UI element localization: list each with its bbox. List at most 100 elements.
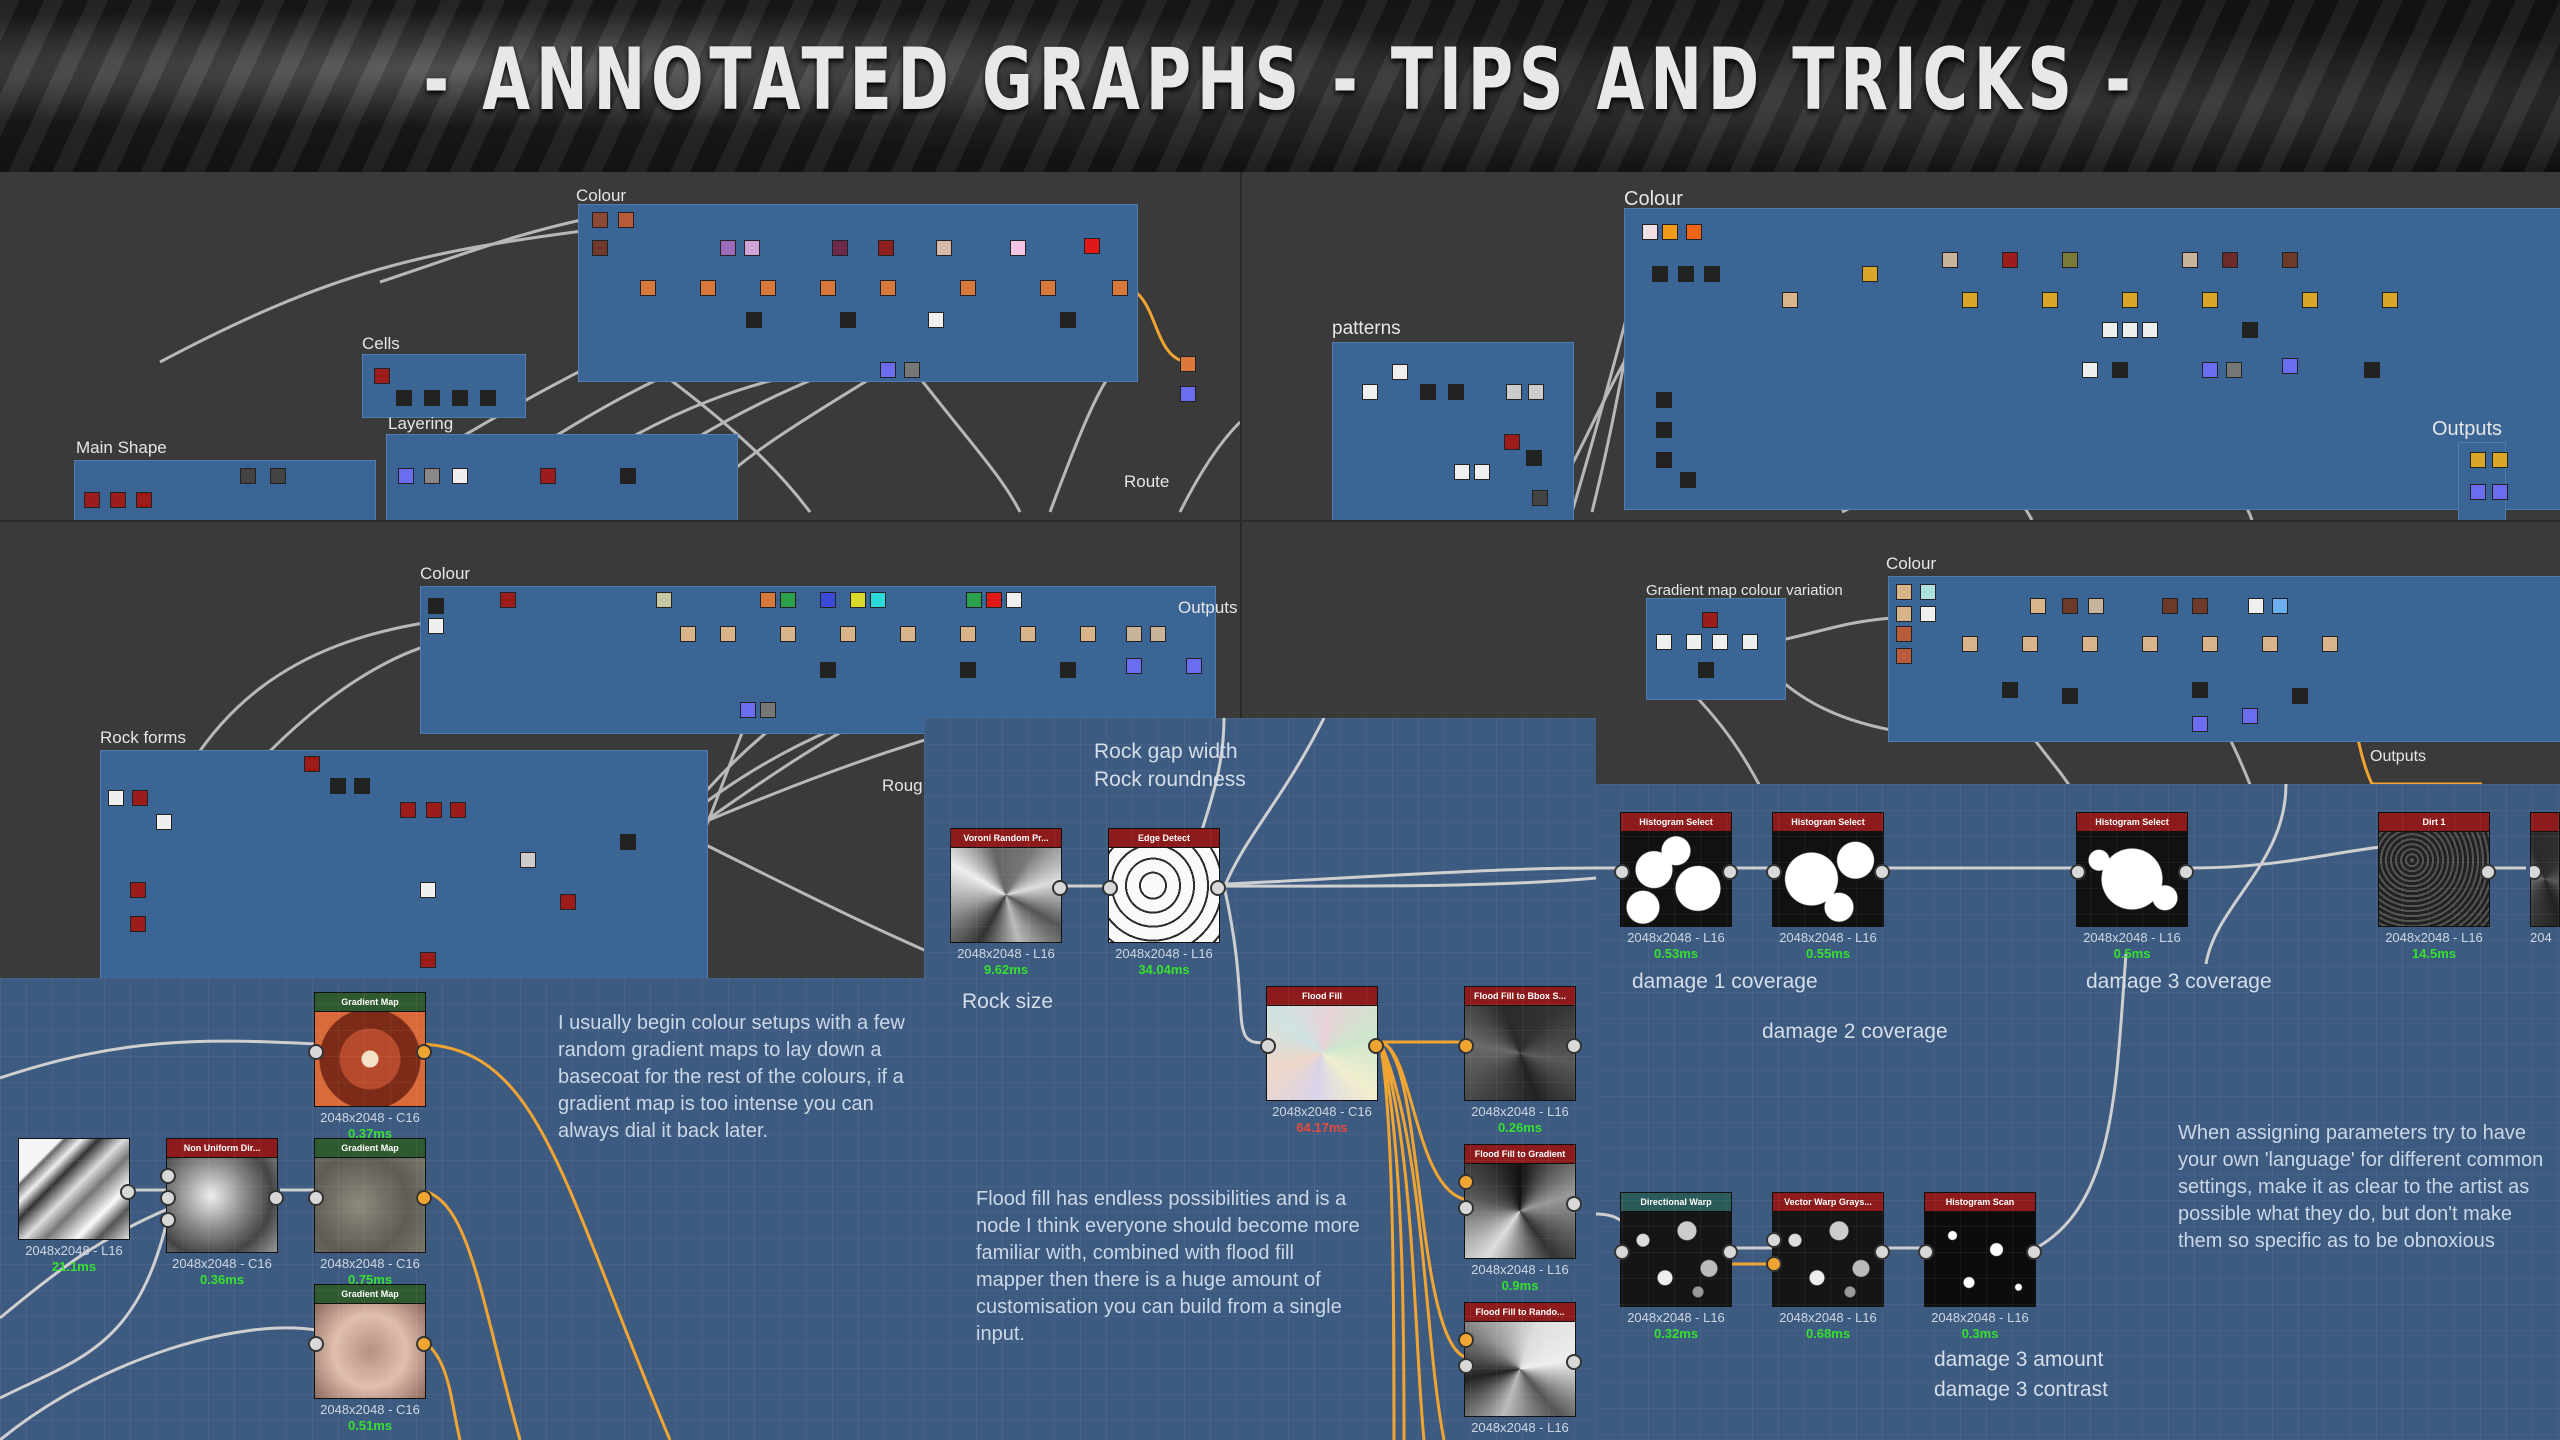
mini-node[interactable] [2202, 362, 2218, 378]
mini-node[interactable] [1920, 606, 1936, 622]
output-port[interactable] [268, 1190, 284, 1206]
frame-layering[interactable] [386, 434, 738, 520]
node-gradient-map-2[interactable]: Gradient Map 2048x2048 - C16 0.75ms [308, 1138, 432, 1287]
mini-node[interactable] [2122, 292, 2138, 308]
node-flood-fill-to-random[interactable]: Flood Fill to Rando... 2048x2048 - L16 [1458, 1302, 1582, 1435]
mini-node[interactable] [426, 802, 442, 818]
mini-node[interactable] [396, 390, 412, 406]
input-port[interactable] [1766, 1256, 1782, 1272]
output-port[interactable] [2026, 1244, 2042, 1260]
node-flood-fill-to-gradient[interactable]: Flood Fill to Gradient 2048x2048 - L16 0… [1458, 1144, 1582, 1293]
mini-node[interactable] [680, 626, 696, 642]
mini-node[interactable] [2062, 252, 2078, 268]
mini-node[interactable] [740, 702, 756, 718]
mini-node[interactable] [540, 468, 556, 484]
mini-node[interactable] [960, 626, 976, 642]
mini-node[interactable] [720, 240, 736, 256]
mini-node[interactable] [880, 280, 896, 296]
mini-node[interactable] [1006, 592, 1022, 608]
mini-node[interactable] [1084, 238, 1100, 254]
output-port[interactable] [1722, 1244, 1738, 1260]
mini-node[interactable] [2222, 252, 2238, 268]
output-port[interactable] [416, 1190, 432, 1206]
mini-node[interactable] [132, 790, 148, 806]
input-port[interactable] [1458, 1038, 1474, 1054]
mini-node[interactable] [2192, 682, 2208, 698]
mini-node[interactable] [2364, 362, 2380, 378]
node-non-uniform-directional-warp[interactable]: Non Uniform Dir... 2048x2048 - C16 0.36m… [160, 1138, 284, 1287]
mini-node[interactable] [1704, 266, 1720, 282]
mini-node[interactable] [620, 468, 636, 484]
mini-node[interactable] [1742, 634, 1758, 650]
input-port[interactable] [1614, 1244, 1630, 1260]
mini-node[interactable] [1862, 266, 1878, 282]
input-port[interactable] [1614, 864, 1630, 880]
mini-node[interactable] [2382, 292, 2398, 308]
mini-node[interactable] [1678, 266, 1694, 282]
mini-node[interactable] [2022, 636, 2038, 652]
graph-panel-top-right[interactable]: Colour patterns Outputs [1242, 172, 2560, 520]
mini-node[interactable] [2030, 598, 2046, 614]
mini-node[interactable] [1686, 634, 1702, 650]
mini-node[interactable] [760, 280, 776, 296]
mini-node[interactable] [1698, 662, 1714, 678]
mini-node[interactable] [1506, 384, 1522, 400]
mini-node[interactable] [1362, 384, 1378, 400]
output-port[interactable] [416, 1044, 432, 1060]
mini-node[interactable] [2282, 358, 2298, 374]
mini-node[interactable] [592, 212, 608, 228]
output-port[interactable] [1566, 1038, 1582, 1054]
mini-node[interactable] [84, 492, 100, 508]
mini-node[interactable] [2162, 598, 2178, 614]
input-port[interactable] [1458, 1358, 1474, 1374]
mini-node[interactable] [304, 756, 320, 772]
node-edge-detect[interactable]: Edge Detect 2048x2048 - L16 34.04ms [1102, 828, 1226, 977]
mini-node[interactable] [1896, 584, 1912, 600]
input-port[interactable] [2070, 864, 2086, 880]
mini-node[interactable] [2470, 452, 2486, 468]
mini-node[interactable] [840, 626, 856, 642]
output-port[interactable] [416, 1336, 432, 1352]
graph-panel-bottom-center[interactable]: Rock gap width Rock roundness Rock size … [924, 718, 1596, 1440]
input-port[interactable] [1458, 1174, 1474, 1190]
mini-node[interactable] [700, 280, 716, 296]
mini-node[interactable] [2002, 682, 2018, 698]
mini-node[interactable] [1962, 636, 1978, 652]
mini-node[interactable] [966, 592, 982, 608]
input-port[interactable] [308, 1044, 324, 1060]
mini-node[interactable] [620, 834, 636, 850]
mini-node[interactable] [480, 390, 496, 406]
graph-panel-bottom-right[interactable]: damage 1 coverage damage 2 coverage dama… [1596, 784, 2560, 1440]
mini-node[interactable] [2142, 636, 2158, 652]
mini-node[interactable] [1686, 224, 1702, 240]
mini-node[interactable] [1474, 464, 1490, 480]
node-dirt-1[interactable]: Dirt 1 2048x2048 - L16 14.5ms [2378, 812, 2496, 961]
mini-node[interactable] [400, 802, 416, 818]
frame-colour[interactable] [1624, 208, 2560, 510]
input-port[interactable] [308, 1336, 324, 1352]
mini-node[interactable] [900, 626, 916, 642]
graph-panel-middle-right[interactable]: Gradient map colour variation Colour Out… [1242, 522, 2560, 790]
input-port[interactable] [160, 1190, 176, 1206]
graph-panel-top-left[interactable]: Colour Cells Layering Main Shape Route [0, 172, 1240, 520]
mini-node[interactable] [820, 592, 836, 608]
output-port[interactable] [1210, 880, 1226, 896]
mini-node[interactable] [2192, 598, 2208, 614]
mini-node[interactable] [2492, 484, 2508, 500]
graph-panel-bottom-left[interactable]: I usually begin colour setups with a few… [0, 978, 924, 1440]
mini-node[interactable] [1040, 280, 1056, 296]
output-port[interactable] [1874, 1244, 1890, 1260]
mini-node[interactable] [2282, 252, 2298, 268]
mini-node[interactable] [500, 592, 516, 608]
mini-node[interactable] [2082, 362, 2098, 378]
mini-node[interactable] [870, 592, 886, 608]
mini-node[interactable] [1656, 634, 1672, 650]
mini-node[interactable] [240, 468, 256, 484]
mini-node[interactable] [1920, 584, 1936, 600]
mini-node[interactable] [936, 240, 952, 256]
mini-node[interactable] [2182, 252, 2198, 268]
mini-node[interactable] [1448, 384, 1464, 400]
output-port[interactable] [1566, 1354, 1582, 1370]
output-port[interactable] [1874, 864, 1890, 880]
node-vector-warp-grayscale[interactable]: Vector Warp Grays... 2048x2048 - L16 0.6… [1766, 1192, 1890, 1341]
